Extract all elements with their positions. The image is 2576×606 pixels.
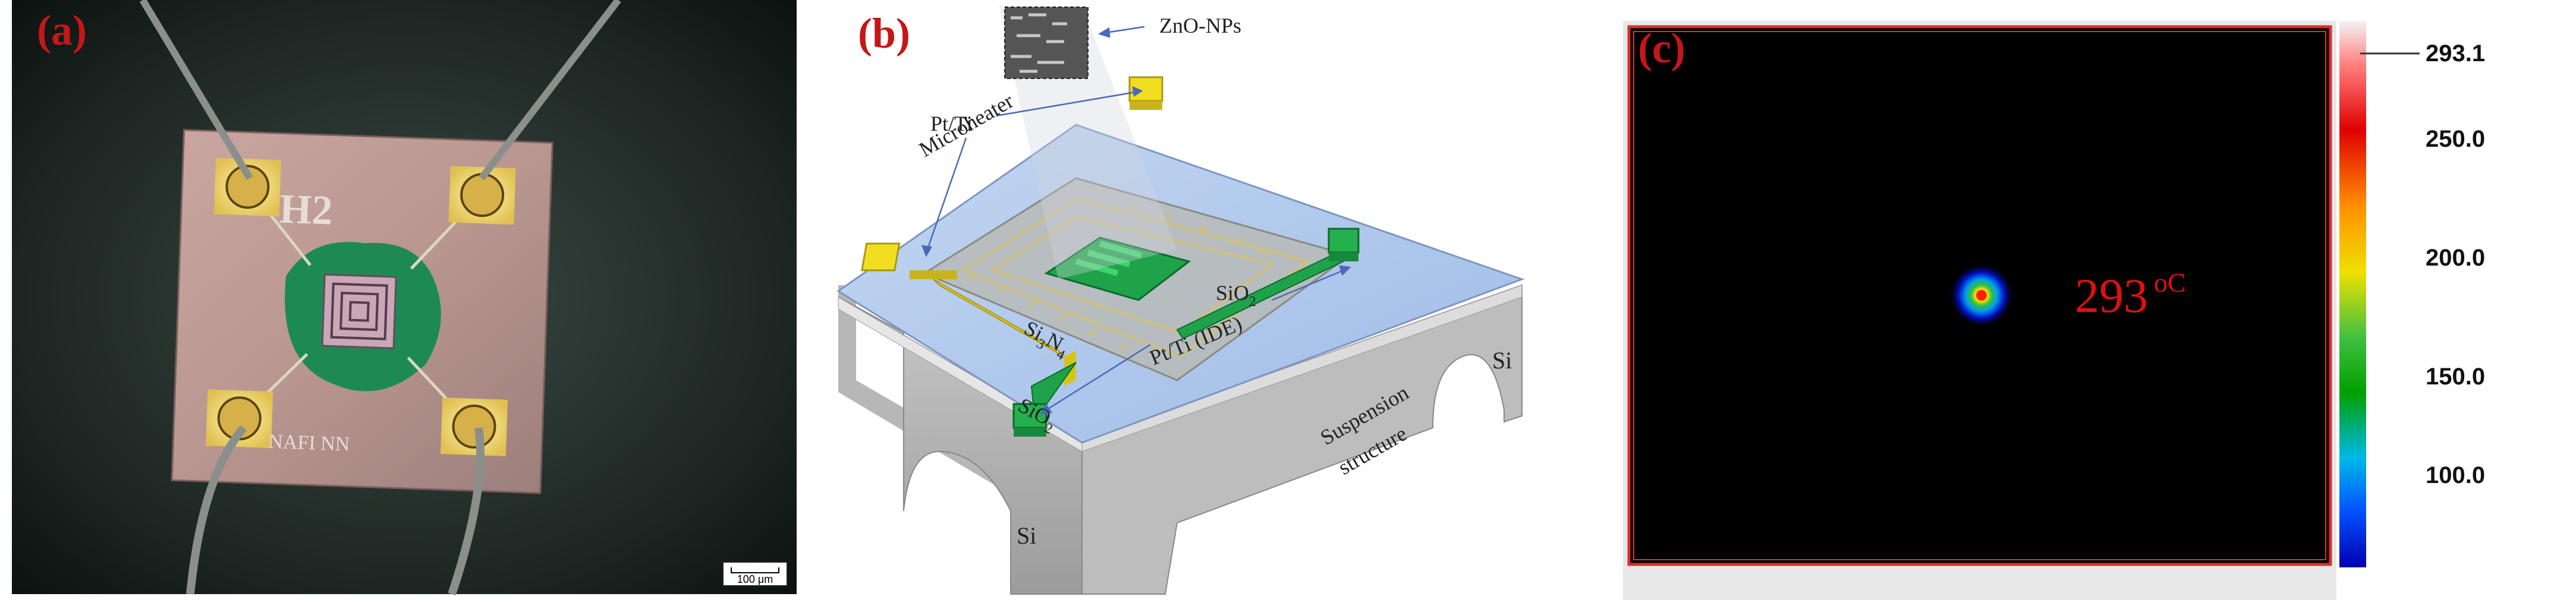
zno-np-patch bbox=[1004, 7, 1089, 79]
probe-needle bbox=[186, 425, 247, 595]
panel-a-micrograph: H2 NAFI NN (a) 100 μm bbox=[0, 0, 797, 603]
hot-spot-core bbox=[1976, 290, 1987, 301]
panel-c-label: (c) bbox=[1638, 24, 1685, 72]
panel-b-label: (b) bbox=[858, 10, 910, 57]
ide-pad-right bbox=[1328, 228, 1360, 254]
colorbar-tick: 150.0 bbox=[2426, 364, 2486, 390]
colorbar-tick: 100.0 bbox=[2426, 462, 2486, 488]
heater-pad-left bbox=[861, 242, 901, 272]
panel-b-schematic: ZnO-NPs Pt/Ti Microheater SiO2 Si3N4 SiO… bbox=[820, 0, 1564, 603]
sensor-center bbox=[321, 273, 397, 349]
si-front-left bbox=[838, 296, 1083, 595]
ide-center bbox=[1044, 236, 1191, 301]
si-front-right bbox=[1081, 284, 1523, 595]
label-si-left: Si bbox=[1017, 522, 1036, 549]
device-schematic: ZnO-NPs Pt/Ti Microheater SiO2 Si3N4 SiO… bbox=[836, 6, 1525, 595]
label-si-right: Si bbox=[1492, 347, 1512, 374]
meander-pattern bbox=[960, 197, 1311, 358]
probe-needle bbox=[139, 0, 253, 181]
chip-text-bottom: NAFI NN bbox=[268, 431, 350, 456]
colorbar-tick-max: 293.1 bbox=[2426, 40, 2486, 67]
scale-bar-text: 100 μm bbox=[737, 573, 773, 585]
micrograph-image: H2 NAFI NN bbox=[12, 0, 797, 596]
ide-pad-bottom bbox=[1012, 403, 1048, 429]
chip-text-top: H2 bbox=[279, 186, 334, 233]
panel-a-label: (a) bbox=[37, 7, 87, 54]
colorbar-tick: 200.0 bbox=[2426, 245, 2486, 271]
colorbar-tick: 250.0 bbox=[2426, 126, 2486, 152]
scale-bar: 100 μm bbox=[722, 561, 788, 586]
label-zno-nps: ZnO-NPs bbox=[1159, 14, 1241, 37]
label-pt-ti-heater: Pt/Ti bbox=[930, 112, 973, 135]
probe-needle bbox=[479, 0, 621, 181]
probe-needle bbox=[448, 427, 485, 596]
colorbar bbox=[2339, 21, 2366, 567]
label-sio2-top: SiO2 bbox=[1216, 281, 1256, 310]
